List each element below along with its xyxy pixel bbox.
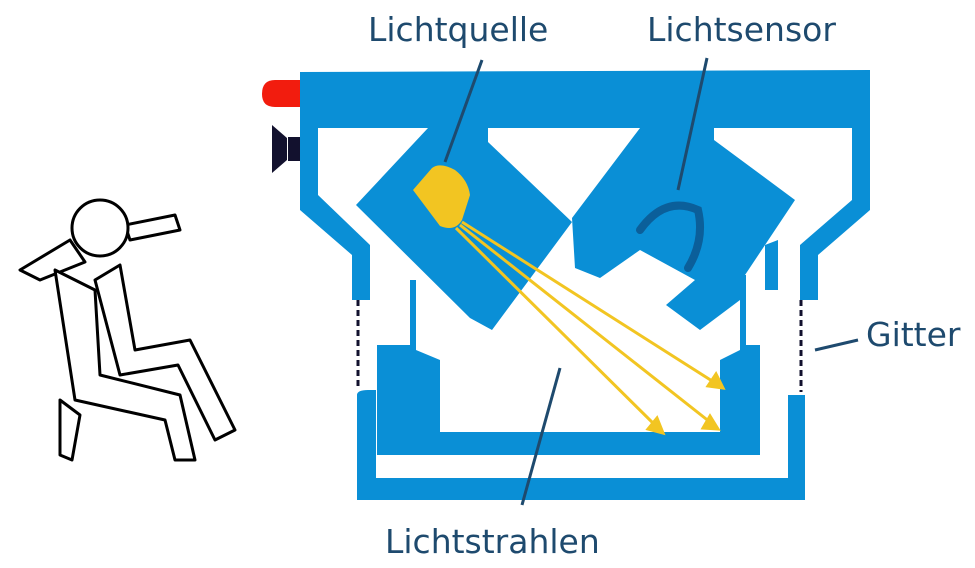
label-grid: Gitter <box>866 315 961 354</box>
grid-mesh <box>356 300 803 392</box>
leader-lines <box>443 57 859 506</box>
label-light-rays: Lichtstrahlen <box>385 522 600 561</box>
light-rays <box>454 220 726 436</box>
light-source-icon <box>413 165 470 228</box>
person-figure <box>18 198 237 462</box>
label-light-sensor: Lichtsensor <box>647 10 836 49</box>
housing <box>300 70 870 500</box>
label-light-source: Lichtquelle <box>368 10 549 49</box>
light-sensor-icon <box>636 201 704 272</box>
